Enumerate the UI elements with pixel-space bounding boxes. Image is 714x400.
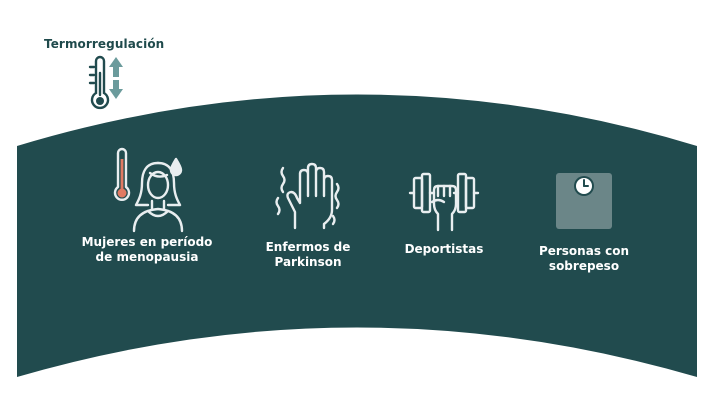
- group-parkinson: Enfermos de Parkinson: [248, 160, 368, 270]
- page-title: Termorregulación: [44, 37, 165, 51]
- shaking-hand-icon: [275, 162, 340, 230]
- group-label: Mujeres en período de menopausia: [81, 235, 213, 264]
- woman-thermometer-icon: [113, 147, 184, 233]
- group-label: Enfermos de Parkinson: [265, 240, 351, 269]
- thermometer-arrows-icon: [88, 55, 123, 110]
- weight-scale-icon: [556, 173, 612, 229]
- group-overweight: Personas con sobrepeso: [522, 170, 646, 274]
- group-athletes: Deportistas: [390, 168, 498, 257]
- dumbbell-fist-icon: [408, 172, 480, 232]
- group-label: Deportistas: [404, 242, 484, 256]
- group-label: Personas con sobrepeso: [538, 244, 630, 273]
- group-menopause: Mujeres en período de menopausia: [78, 145, 216, 265]
